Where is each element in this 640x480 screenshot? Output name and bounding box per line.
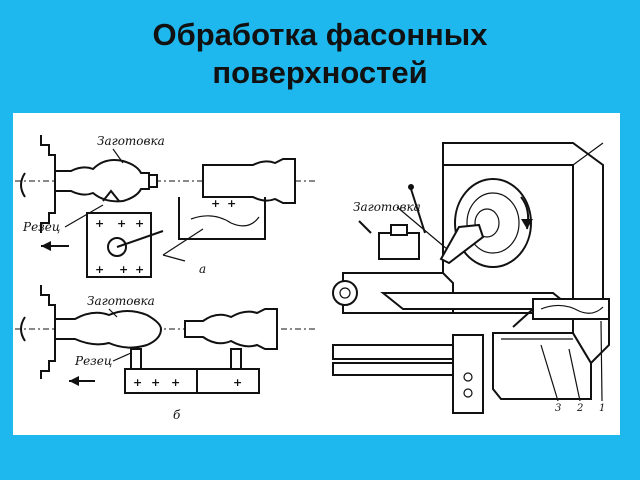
slide-title-line-2: поверхностей xyxy=(212,55,428,90)
copier-plate-icon xyxy=(532,298,610,320)
diagram-b: + + + + Заготовка Резец б xyxy=(15,285,318,422)
template-a-icon xyxy=(202,158,296,204)
follower-b-icon xyxy=(230,348,242,370)
apron-icon xyxy=(492,332,592,400)
technical-illustration: + + + + + + + + Заготовка Резец xyxy=(13,113,620,435)
svg-text:+: + xyxy=(233,376,242,389)
svg-text:+: + xyxy=(117,217,126,230)
template-b-icon xyxy=(184,308,278,350)
workpiece-label-b: Заготовка xyxy=(87,294,155,308)
svg-text:+: + xyxy=(95,263,104,276)
spindle-a-icon xyxy=(20,172,26,198)
lathe-workpiece-icon xyxy=(439,223,485,265)
cutter-label-b: Резец xyxy=(74,354,112,368)
diagram-a: + + + + + + + + Заготовка Резец xyxy=(15,134,318,278)
svg-text:+: + xyxy=(227,197,236,210)
control-lever-icon xyxy=(410,188,426,234)
slide-bar-b xyxy=(124,368,260,394)
svg-text:+: + xyxy=(211,197,220,210)
carriage-handwheel-icon xyxy=(332,280,358,306)
svg-text:+: + xyxy=(135,217,144,230)
lathe-cutter-icon xyxy=(512,308,534,328)
workpiece-label-a: Заготовка xyxy=(97,134,165,148)
copier-frame-a xyxy=(178,197,266,240)
chuck-a-icon xyxy=(40,135,56,233)
copier-curve-a xyxy=(190,215,260,227)
svg-text:+: + xyxy=(119,263,128,276)
cutter-label-a: Резец xyxy=(22,220,60,234)
workpiece-a-icon xyxy=(54,159,150,203)
illustration-canvas: + + + + + + + + Заготовка Резец xyxy=(15,134,610,422)
svg-text:+: + xyxy=(171,376,180,389)
slide-title: Обработка фасонных поверхностей xyxy=(0,16,640,92)
bed-support-icon xyxy=(452,334,484,414)
cutter-a-icon xyxy=(102,189,120,202)
link-rod-a xyxy=(162,228,204,256)
svg-text:+: + xyxy=(135,263,144,276)
tool-post-icon xyxy=(378,232,420,260)
slide-title-line-1: Обработка фасонных xyxy=(152,17,488,52)
lathe-drawing: Заготовка 3 2 1 xyxy=(332,142,610,414)
workpiece-a-tail xyxy=(148,174,158,188)
svg-text:+: + xyxy=(95,217,104,230)
svg-text:+: + xyxy=(133,376,142,389)
diagram-letter-b: б xyxy=(173,408,181,422)
diagram-letter-a: а xyxy=(199,262,206,276)
chuck-b-icon xyxy=(40,285,56,379)
cutter-b-icon xyxy=(130,348,142,370)
workpiece-b-icon xyxy=(54,310,163,349)
svg-text:+: + xyxy=(151,376,160,389)
part-number-1: 1 xyxy=(599,403,605,414)
lathe-workpiece-label: Заготовка xyxy=(353,200,421,214)
lever-a-icon xyxy=(116,230,164,248)
tool-post-handle-icon xyxy=(358,220,372,234)
part-number-2: 2 xyxy=(576,403,583,414)
part-number-3: 3 xyxy=(555,403,561,414)
